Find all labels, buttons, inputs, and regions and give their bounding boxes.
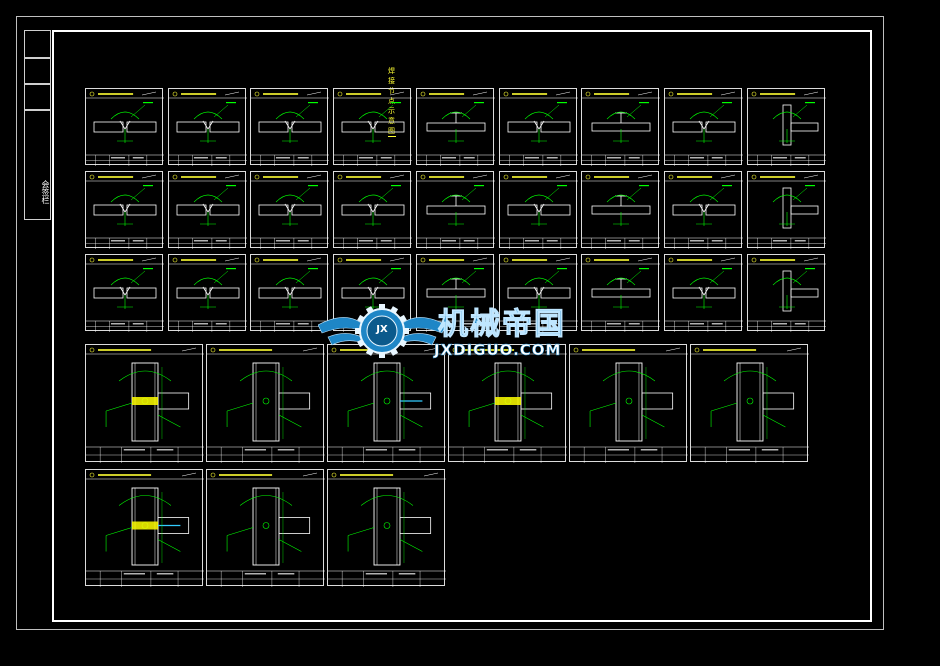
weld-detail-panel bbox=[206, 344, 325, 463]
weld-detail-drawing bbox=[417, 91, 495, 166]
weld-detail-drawing bbox=[500, 91, 578, 166]
weld-detail-drawing bbox=[691, 347, 809, 463]
weld-detail-panel bbox=[499, 88, 578, 166]
signature-label: 会签栏 bbox=[41, 180, 50, 204]
gear-logo-icon bbox=[317, 304, 447, 358]
signature-cell bbox=[24, 58, 51, 84]
drawing-frame bbox=[52, 30, 872, 622]
weld-detail-drawing bbox=[334, 174, 412, 249]
weld-detail-panel bbox=[664, 171, 743, 249]
signature-block: 会签栏 bbox=[24, 30, 51, 618]
weld-detail-drawing bbox=[86, 472, 204, 587]
weld-detail-drawing bbox=[449, 347, 567, 463]
weld-detail-panel bbox=[168, 88, 247, 166]
weld-detail-panel bbox=[416, 171, 495, 249]
weld-detail-drawing bbox=[251, 174, 329, 249]
weld-detail-drawing bbox=[328, 347, 446, 463]
weld-detail-panel bbox=[690, 344, 809, 463]
weld-detail-panel bbox=[333, 171, 412, 249]
weld-detail-panel bbox=[664, 88, 743, 166]
weld-detail-panel bbox=[333, 88, 412, 166]
weld-detail-drawing bbox=[169, 257, 247, 332]
outer-border bbox=[16, 16, 884, 630]
weld-detail-drawing bbox=[207, 347, 325, 463]
weld-detail-drawing bbox=[748, 174, 826, 249]
weld-detail-panel bbox=[85, 88, 164, 166]
weld-detail-drawing bbox=[207, 472, 325, 587]
weld-detail-drawing bbox=[748, 257, 826, 332]
weld-detail-drawing bbox=[251, 257, 329, 332]
weld-detail-panel bbox=[448, 344, 567, 463]
weld-detail-drawing bbox=[500, 257, 578, 332]
signature-cell bbox=[24, 84, 51, 110]
watermark-badge: JX bbox=[376, 324, 388, 335]
weld-detail-drawing bbox=[665, 174, 743, 249]
weld-detail-drawing bbox=[169, 174, 247, 249]
weld-detail-panel bbox=[581, 171, 660, 249]
weld-detail-drawing bbox=[86, 91, 164, 166]
weld-detail-panel bbox=[85, 469, 204, 587]
weld-detail-drawing bbox=[665, 91, 743, 166]
weld-detail-drawing bbox=[86, 174, 164, 249]
weld-detail-drawing bbox=[417, 174, 495, 249]
weld-detail-panel bbox=[499, 254, 578, 332]
watermark-chinese: 机械帝国 bbox=[438, 307, 566, 343]
weld-detail-drawing bbox=[500, 174, 578, 249]
weld-detail-drawing bbox=[251, 91, 329, 166]
weld-detail-panel bbox=[569, 344, 688, 463]
weld-detail-drawing bbox=[582, 257, 660, 332]
weld-detail-panel bbox=[250, 254, 329, 332]
weld-detail-panel bbox=[747, 254, 826, 332]
weld-detail-panel bbox=[327, 469, 446, 587]
weld-detail-panel bbox=[581, 254, 660, 332]
weld-detail-drawing bbox=[328, 472, 446, 587]
weld-detail-drawing bbox=[570, 347, 688, 463]
weld-detail-panel bbox=[416, 88, 495, 166]
weld-detail-panel bbox=[85, 344, 204, 463]
signature-cell bbox=[24, 110, 51, 220]
watermark-english: JXDIGUO.COM bbox=[434, 341, 562, 360]
watermark: JX 机械帝国 JXDIGUO.COM bbox=[317, 297, 618, 367]
weld-detail-panel bbox=[85, 171, 164, 249]
weld-detail-drawing bbox=[665, 257, 743, 332]
weld-detail-drawing bbox=[748, 91, 826, 166]
drawing-title: 焊接节点示意图 bbox=[388, 67, 396, 137]
weld-detail-panel bbox=[664, 254, 743, 332]
weld-detail-panel bbox=[250, 171, 329, 249]
weld-detail-panel bbox=[581, 88, 660, 166]
weld-detail-drawing bbox=[582, 91, 660, 166]
weld-detail-panel bbox=[747, 171, 826, 249]
weld-detail-drawing bbox=[86, 257, 164, 332]
weld-detail-drawing bbox=[86, 347, 204, 463]
weld-detail-panel bbox=[85, 254, 164, 332]
weld-detail-panel bbox=[168, 171, 247, 249]
weld-detail-panel bbox=[416, 254, 495, 332]
weld-detail-panel bbox=[206, 469, 325, 587]
weld-detail-drawing bbox=[582, 174, 660, 249]
weld-detail-drawing bbox=[334, 91, 412, 166]
weld-detail-drawing bbox=[169, 91, 247, 166]
weld-detail-panel bbox=[499, 171, 578, 249]
weld-detail-panel bbox=[250, 88, 329, 166]
weld-detail-panel bbox=[747, 88, 826, 166]
weld-detail-drawing bbox=[417, 257, 495, 332]
signature-cell bbox=[24, 30, 51, 58]
weld-detail-panel bbox=[168, 254, 247, 332]
